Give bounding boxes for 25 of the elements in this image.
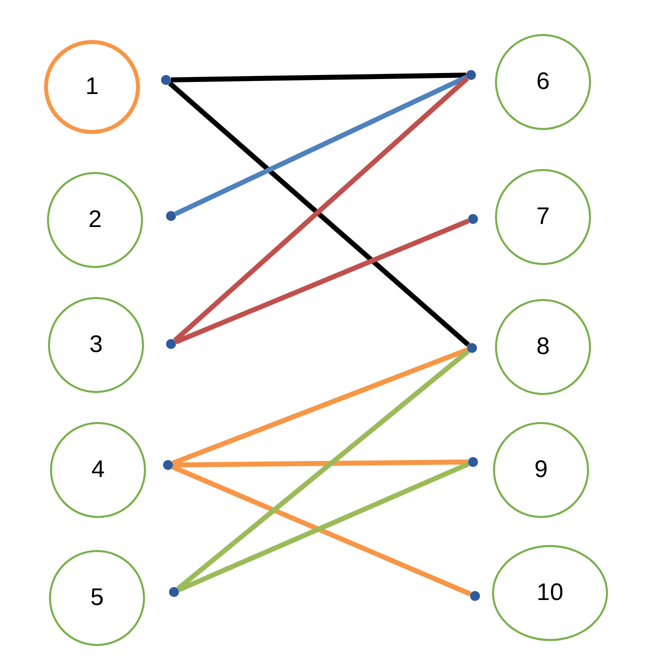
node-number: 8 [536, 333, 550, 361]
connector-line [170, 72, 466, 82]
connector-line [174, 74, 468, 216]
connector-line [174, 218, 470, 344]
connection-dot [166, 339, 176, 349]
connection-dot [468, 457, 478, 467]
node-number: 2 [88, 206, 102, 234]
connection-dot [466, 70, 476, 80]
connector-line [176, 349, 470, 591]
node-number: 5 [90, 584, 104, 612]
node-number: 1 [85, 73, 99, 101]
connection-dot [467, 343, 477, 353]
connection-dot [163, 460, 173, 470]
node-number: 7 [536, 203, 550, 231]
node-number: 3 [89, 331, 103, 359]
connection-dot [161, 75, 171, 85]
node-number: 4 [91, 456, 105, 484]
connector-line [172, 460, 468, 468]
node-number: 10 [536, 579, 564, 607]
connection-dot [468, 214, 478, 224]
connection-dot [169, 587, 179, 597]
node-number: 6 [536, 68, 550, 96]
node-number: 9 [534, 456, 548, 484]
connection-dot [470, 591, 480, 601]
connection-dot [166, 211, 176, 221]
